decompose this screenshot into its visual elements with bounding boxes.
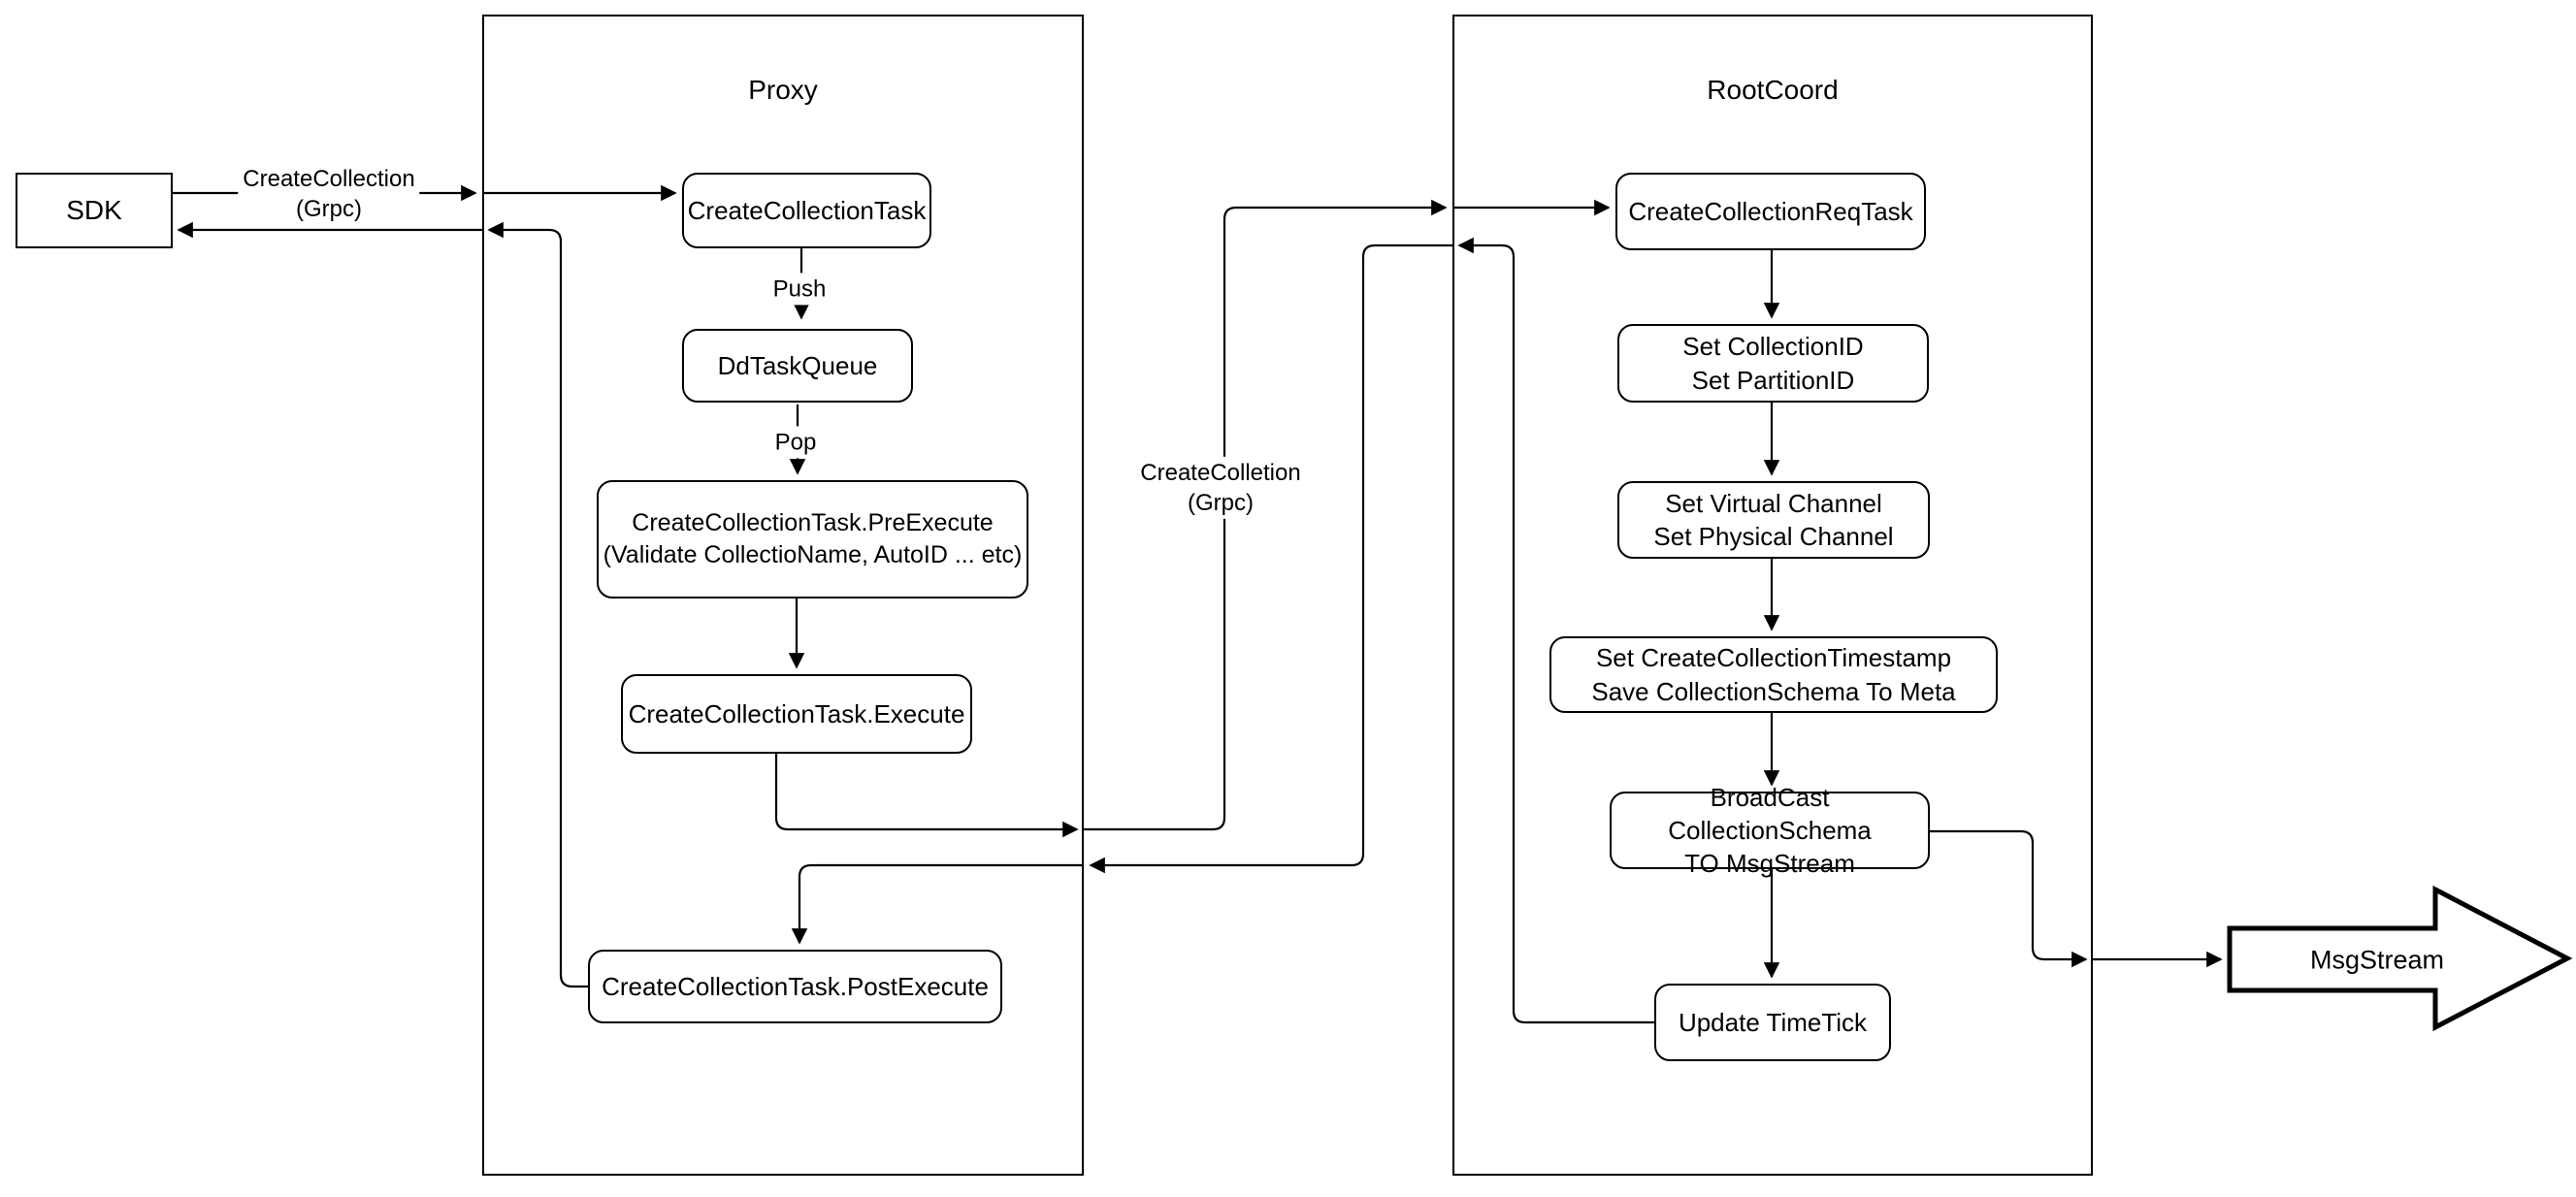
edge-label-pop: Pop: [769, 426, 822, 459]
node-set-ids-line2: Set PartitionID: [1691, 365, 1855, 395]
node-broadcast: BroadCast CollectionSchema TO MsgStream: [1610, 783, 1930, 878]
edge-label-grpc-root-line2: (Grpc): [1187, 490, 1254, 516]
node-post-execute-label: CreateCollectionTask.PostExecute: [602, 971, 989, 1001]
node-req-task: CreateCollectionReqTask: [1615, 173, 1926, 250]
edge-rootcoord-border-to-proxy-border: [1089, 243, 1452, 874]
node-dd-task-queue: DdTaskQueue: [682, 329, 913, 403]
edge-execute-to-proxy-border: [774, 754, 1079, 838]
edge-label-grpc-proxy-to-rootcoord: CreateColletion (Grpc): [1135, 456, 1306, 520]
edge-label-grpc-root-line1: CreateColletion: [1140, 459, 1301, 486]
edge-postexecute-to-proxy-border: [487, 221, 588, 988]
edge-label-grpc-sdk-to-proxy: CreateCollection (Grpc): [238, 162, 420, 226]
node-dd-task-queue-label: DdTaskQueue: [717, 350, 878, 380]
node-create-collection-task: CreateCollectionTask: [682, 173, 931, 248]
node-post-execute: CreateCollectionTask.PostExecute: [588, 950, 1002, 1023]
rootcoord-title: RootCoord: [1707, 75, 1839, 105]
edge-proxy-border-to-postexecute: [791, 863, 1084, 945]
edge-broadcast-to-rootcoord-border: [1930, 829, 2088, 968]
node-set-timestamp: Set CreateCollectionTimestamp Save Colle…: [1549, 636, 1998, 713]
edge-timetick-to-rootcoord-border: [1457, 237, 1654, 1024]
node-update-timetick: Update TimeTick: [1654, 984, 1891, 1061]
msgstream-arrow-shape: [2227, 885, 2573, 1032]
node-execute: CreateCollectionTask.Execute: [621, 674, 972, 754]
node-update-timetick-label: Update TimeTick: [1678, 1007, 1868, 1037]
node-req-task-label: CreateCollectionReqTask: [1628, 196, 1913, 226]
node-pre-execute-line2: (Validate CollectioName, AutoID ... etc): [603, 541, 1023, 568]
msgstream-label: MsgStream: [2309, 945, 2445, 975]
node-pre-execute-line1: CreateCollectionTask.PreExecute: [632, 509, 994, 536]
edge-label-grpc-sdk-line2: (Grpc): [295, 196, 362, 222]
node-set-channels-line1: Set Virtual Channel: [1665, 488, 1882, 518]
proxy-title: Proxy: [748, 75, 818, 105]
node-set-timestamp-line2: Save CollectionSchema To Meta: [1591, 676, 1956, 706]
rootcoord-container: RootCoord: [1452, 15, 2093, 1176]
proxy-container: Proxy: [482, 15, 1084, 1176]
node-execute-label: CreateCollectionTask.Execute: [628, 698, 965, 728]
node-set-channels-line2: Set Physical Channel: [1653, 522, 1894, 551]
edge-label-grpc-sdk-line1: CreateCollection: [243, 165, 415, 192]
node-pre-execute: CreateCollectionTask.PreExecute (Validat…: [597, 480, 1028, 598]
node-create-collection-task-label: CreateCollectionTask: [687, 195, 927, 225]
node-broadcast-line2: TO MsgStream: [1684, 849, 1855, 879]
edge-label-push: Push: [767, 273, 831, 306]
node-set-ids: Set CollectionID Set PartitionID: [1617, 324, 1929, 403]
node-broadcast-line1: BroadCast CollectionSchema: [1668, 782, 1872, 845]
node-set-ids-line1: Set CollectionID: [1682, 332, 1864, 362]
node-sdk: SDK: [16, 173, 173, 248]
node-set-timestamp-line1: Set CreateCollectionTimestamp: [1595, 643, 1952, 673]
node-set-channels: Set Virtual Channel Set Physical Channel: [1617, 481, 1930, 559]
node-sdk-label: SDK: [66, 194, 122, 225]
